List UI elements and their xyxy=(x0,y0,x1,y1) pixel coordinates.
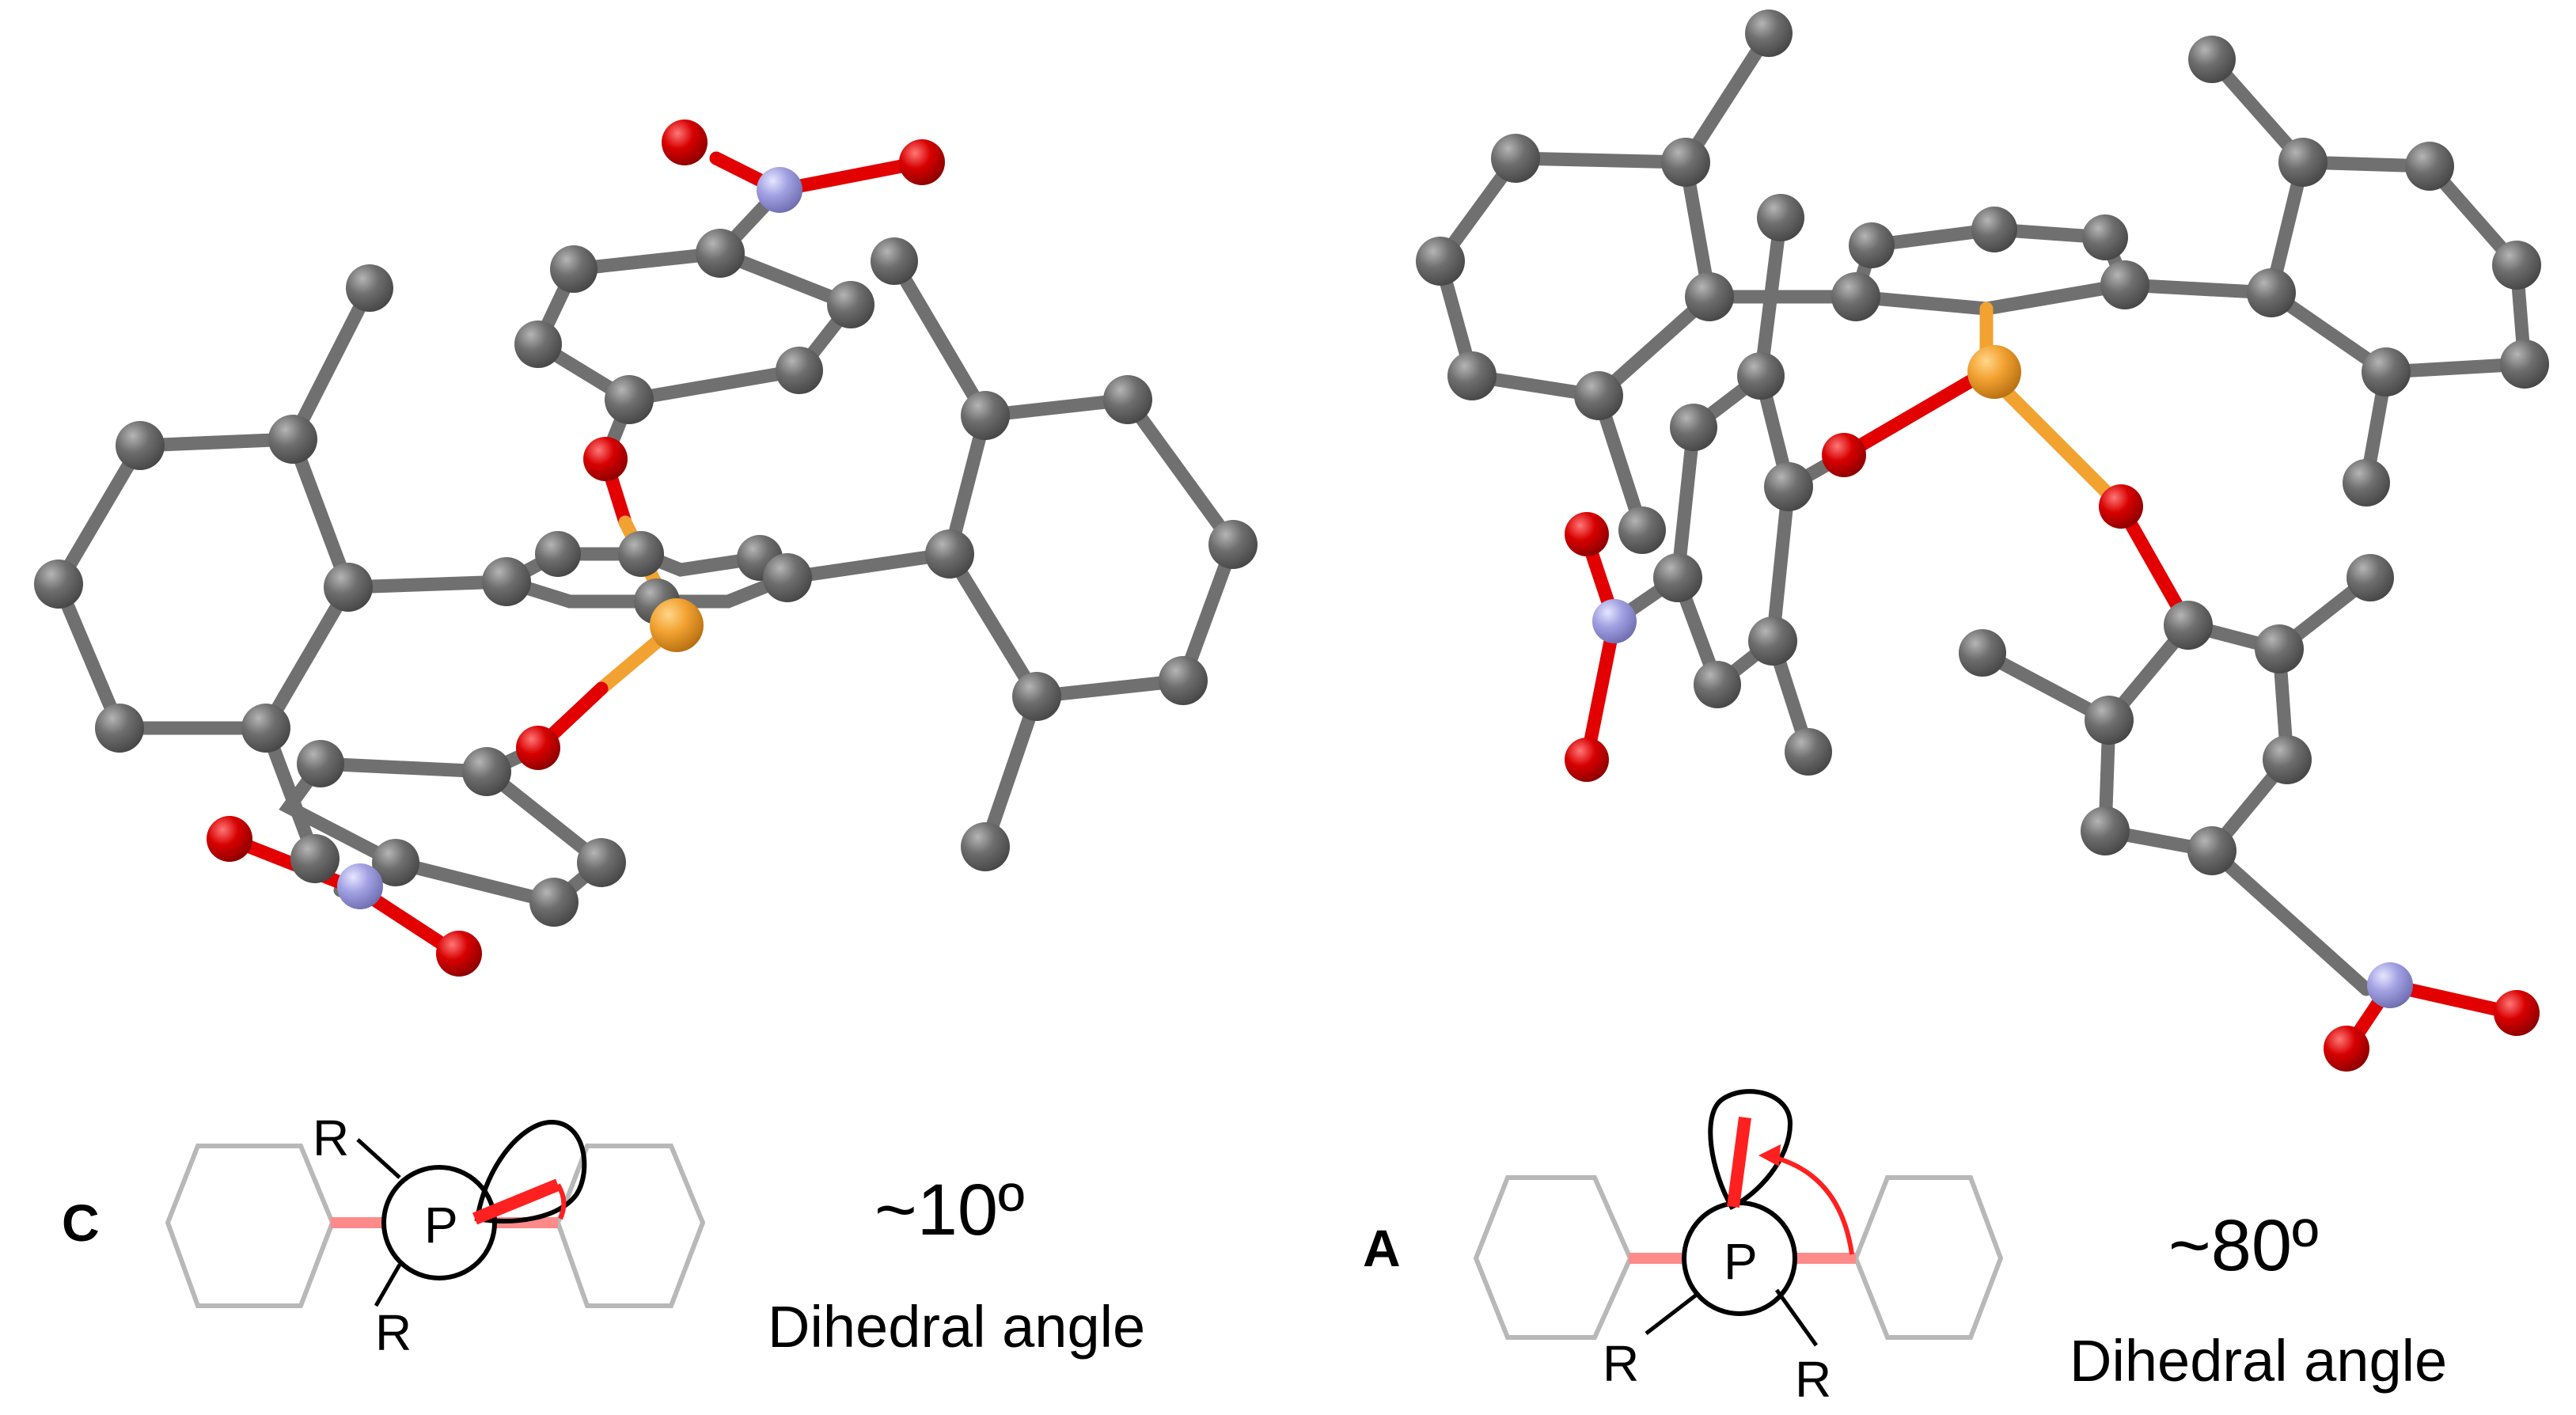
right-ring-outline xyxy=(555,1144,706,1308)
right-ring-outline xyxy=(1853,1175,2004,1340)
crystal-structure-conformer-c xyxy=(34,119,1258,977)
phosphorus-label: P xyxy=(1724,1233,1758,1290)
substituent-label-left: R xyxy=(1603,1335,1639,1392)
nitrogen-atoms xyxy=(337,167,802,909)
crystal-structure-conformer-a xyxy=(1416,9,2549,1072)
oxygen-atoms xyxy=(1565,433,2540,1072)
schematic-conformer-a: A P R R ~80º Dihedral angle xyxy=(1363,1089,2447,1408)
bond-layer xyxy=(1432,26,2532,996)
nitrogen-atoms xyxy=(1592,599,2413,1008)
substituent-label-bottom: R xyxy=(375,1304,412,1361)
carbon-atoms xyxy=(34,229,1258,927)
substituent-bond-bottom xyxy=(374,1263,402,1307)
oxygen-atoms xyxy=(207,119,945,977)
dihedral-angle-caption: Dihedral angle xyxy=(768,1294,1145,1360)
lone-pair-lobe xyxy=(1708,1089,1793,1210)
substituent-bond-right xyxy=(1774,1288,1819,1347)
lone-pair-axis xyxy=(472,1178,561,1225)
panel-letter-c: C xyxy=(62,1193,100,1252)
substituent-bond-top xyxy=(356,1138,401,1179)
panel-letter-a: A xyxy=(1363,1219,1401,1277)
phosphorus-label: P xyxy=(424,1197,458,1254)
substituent-bond-left xyxy=(1645,1292,1699,1335)
phosphorus-atom xyxy=(1967,345,2021,399)
dihedral-angle-value: ~10º xyxy=(874,1170,1025,1250)
carbon-atoms xyxy=(1416,9,2549,875)
substituent-label-right: R xyxy=(1795,1351,1831,1408)
lone-pair-lobe xyxy=(474,1119,587,1223)
dihedral-arc xyxy=(556,1183,567,1220)
dihedral-arc xyxy=(1766,1153,1854,1255)
left-ring-outline xyxy=(165,1144,336,1308)
left-ring-outline xyxy=(1473,1175,1633,1340)
schematic-conformer-c: C P R R ~10º Dihedral angle xyxy=(62,1110,1145,1361)
dihedral-angle-value: ~80º xyxy=(2168,1205,2319,1286)
dihedral-angle-caption: Dihedral angle xyxy=(2070,1328,2447,1394)
dihedral-arc-arrowhead xyxy=(1758,1144,1781,1167)
substituent-label-top: R xyxy=(313,1110,349,1167)
lone-pair-axis xyxy=(1727,1116,1751,1208)
phosphorus-atom xyxy=(650,598,704,652)
